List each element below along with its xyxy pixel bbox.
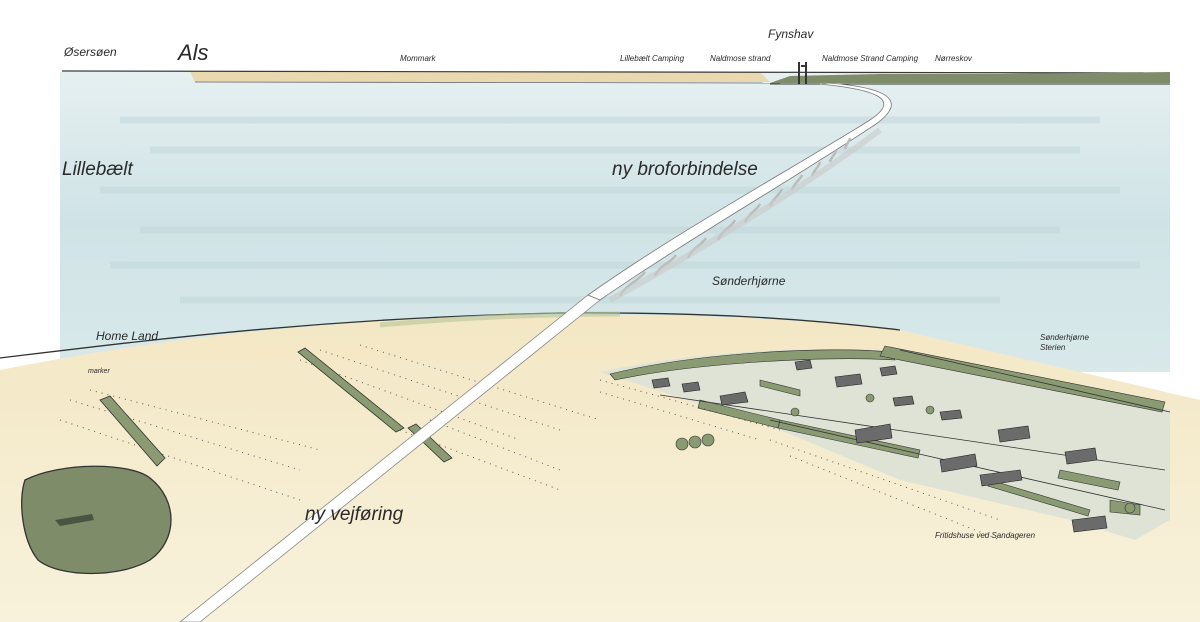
field-rows — [59, 344, 601, 501]
forest-patch — [21, 465, 172, 575]
label-soenderhjoerne-sterien-2: Sterien — [1040, 343, 1066, 352]
coast-shading — [379, 311, 621, 328]
label-als: Als — [178, 40, 209, 65]
holiday-houses — [651, 359, 1108, 533]
label-soenderhjoerne: Sønderhjørne — [712, 274, 786, 288]
bridge-deck — [587, 82, 892, 301]
label-marker: marker — [88, 368, 110, 375]
label-soenderhjoerne-sterien-1: Sønderhjørne — [1040, 333, 1089, 342]
label-naldmose-strand-camping: Naldmose Strand Camping — [822, 54, 919, 63]
label-home-land: Home Land — [96, 329, 159, 343]
forest-clearing — [55, 514, 94, 526]
label-ny-vejfoering: ny vejføring — [305, 504, 404, 525]
label-noerreskov: Nørreskov — [935, 54, 972, 63]
label-lillebaelt: Lillebælt — [62, 159, 133, 180]
bridge-shadow — [608, 127, 882, 303]
label-mommark: Mommark — [400, 54, 436, 63]
bridge-pylons — [798, 62, 807, 84]
label-fynshav: Fynshav — [768, 27, 814, 41]
label-oersoeen: Øsersøen — [64, 45, 117, 59]
horizon-line — [61, 70, 1171, 74]
label-ny-broforbindelse: ny broforbindelse — [612, 159, 758, 180]
far-forest-fyn — [770, 72, 1170, 83]
label-fritidshuse: Fritidshuse ved Sandageren — [935, 531, 1036, 540]
label-lillebaelt-camping: Lillebælt Camping — [620, 54, 685, 63]
label-naldmose-strand: Naldmose strand — [710, 54, 771, 63]
holiday-trees — [675, 393, 1136, 514]
far-coast-outline — [194, 81, 781, 84]
far-coast-als — [190, 72, 770, 82]
